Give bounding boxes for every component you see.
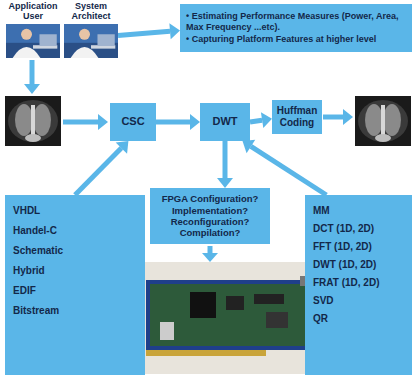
- box-text: QR: [313, 313, 404, 325]
- flow-connector: [250, 112, 272, 128]
- connector-line: [156, 120, 190, 125]
- flow-connector: [118, 23, 180, 39]
- arrow-head: [217, 178, 233, 188]
- user-photo: Application User: [6, 2, 60, 58]
- question-box: FPGA Configuration?Implementation?Reconf…: [150, 188, 270, 244]
- arrow-head: [169, 23, 180, 39]
- flow-arrow: [63, 114, 108, 130]
- box-text: Hybrid: [13, 265, 137, 277]
- box-text: • Capturing Platform Features at higher …: [186, 34, 406, 45]
- person-photo: [6, 24, 60, 58]
- box-text: DCT (1D, 2D): [313, 223, 404, 235]
- box-text: Schematic: [13, 245, 137, 257]
- flow-arrow: [323, 109, 353, 125]
- person-photo: [64, 24, 118, 58]
- box-text: EDIF: [13, 285, 137, 297]
- role-label: System Architect: [64, 2, 118, 22]
- notes-box: • Estimating Performance Measures (Power…: [180, 4, 412, 52]
- flow-connector: [156, 114, 200, 130]
- connector-line: [75, 148, 121, 195]
- box-text: MM: [313, 205, 404, 217]
- flow-connector: [243, 140, 327, 195]
- box-text: SVD: [313, 295, 404, 307]
- lung-image: [355, 96, 411, 146]
- process-box: CSC: [110, 103, 156, 141]
- flow-connector: [217, 141, 233, 188]
- box-text: FPGA Configuration?: [154, 193, 266, 204]
- box-text: Handel-C: [13, 225, 137, 237]
- lung-image: [5, 96, 61, 146]
- box-text: Reconfiguration?: [154, 216, 266, 227]
- architect-photo: System Architect: [64, 2, 118, 58]
- box-text: DWT: [203, 115, 247, 128]
- process-box: DWT: [200, 103, 250, 141]
- arrow-head: [116, 141, 129, 154]
- box-text: Bitstream: [13, 305, 137, 317]
- connector-line: [250, 120, 262, 122]
- connector-line: [118, 31, 170, 35]
- flow-arrow: [202, 246, 218, 262]
- language-list-box: VHDL Handel-C SchematicHybridEDIF Bitstream: [5, 195, 145, 375]
- box-text: DWT (1D, 2D): [313, 259, 404, 271]
- process-box: Huffman Coding: [272, 100, 322, 134]
- box-text: Implementation?: [154, 205, 266, 216]
- fpga-board: [140, 262, 322, 374]
- arrow-head: [243, 140, 256, 153]
- arrow-head: [261, 112, 272, 128]
- connector-line: [223, 141, 228, 178]
- algorithm-list-box: MM DCT (1D, 2D) FFT (1D, 2D) DWT (1D, 2D) FR…: [305, 195, 412, 375]
- flow-arrow: [24, 60, 40, 94]
- role-label: Application User: [6, 2, 60, 22]
- box-text: Huffman Coding: [275, 105, 319, 129]
- arrow-head: [190, 114, 200, 130]
- box-text: VHDL: [13, 205, 137, 217]
- box-text: FFT (1D, 2D): [313, 241, 404, 253]
- box-text: • Estimating Performance Measures (Power…: [186, 11, 406, 33]
- box-text: Compilation?: [154, 227, 266, 238]
- box-text: CSC: [113, 115, 153, 128]
- box-text: FRAT (1D, 2D): [313, 277, 404, 289]
- flow-connector: [75, 141, 128, 195]
